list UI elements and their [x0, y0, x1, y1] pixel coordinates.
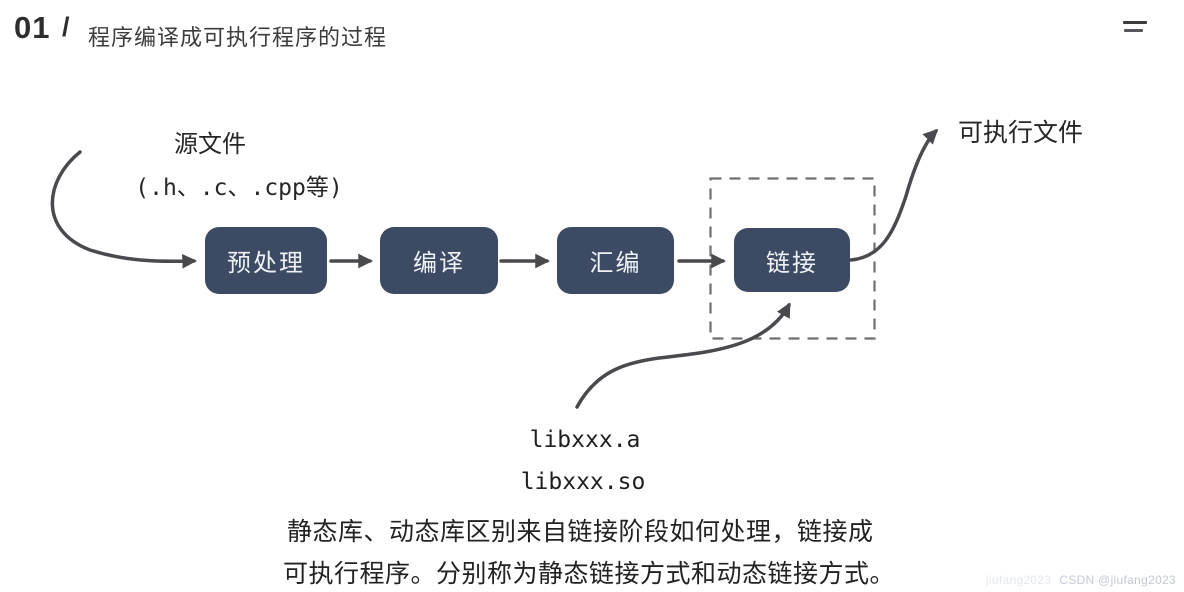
menu-icon-line-bottom	[1124, 29, 1143, 32]
executable-file-label: 可执行文件	[958, 119, 1084, 147]
watermark-prefix: jiufang2023	[985, 573, 1052, 587]
stage-box-link: 链接	[734, 228, 850, 292]
menu-icon[interactable]	[1122, 21, 1148, 34]
stage-box-assemble: 汇编	[557, 227, 674, 294]
menu-icon-line-top	[1123, 21, 1147, 24]
stage-label-link: 链接	[766, 249, 818, 277]
static-library-filename: libxxx.a	[529, 427, 641, 453]
note-text-line2: 可执行程序。分别称为静态链接方式和动态链接方式。	[283, 560, 896, 588]
source-files-label: 源文件	[174, 131, 246, 158]
link-stage-dashed-region	[709, 177, 876, 340]
source-files-extensions: (.h、.c、.cpp等)	[135, 175, 343, 201]
stage-box-compile: 编译	[380, 227, 498, 294]
slide-number-slash: /	[62, 12, 70, 42]
arrow-source-to-preprocess	[50, 150, 197, 269]
note-text-line1: 静态库、动态库区别来自链接阶段如何处理，链接成	[287, 518, 874, 546]
stage-label-compile: 编译	[413, 250, 465, 277]
stage-label-assemble: 汇编	[589, 250, 642, 277]
arrow-libraries-to-link	[575, 302, 791, 409]
slide-number: 01	[14, 10, 51, 45]
arrow-link-to-executable	[849, 128, 939, 262]
page-title: 程序编译成可执行程序的过程	[88, 25, 388, 50]
shared-library-filename: libxxx.so	[520, 469, 646, 495]
stage-label-preprocess: 预处理	[227, 250, 305, 277]
watermark: jiufang2023 CSDN @jiufang2023	[986, 573, 1176, 587]
watermark-main: CSDN @jiufang2023	[1059, 573, 1176, 587]
stage-box-preprocess: 预处理	[205, 227, 327, 294]
